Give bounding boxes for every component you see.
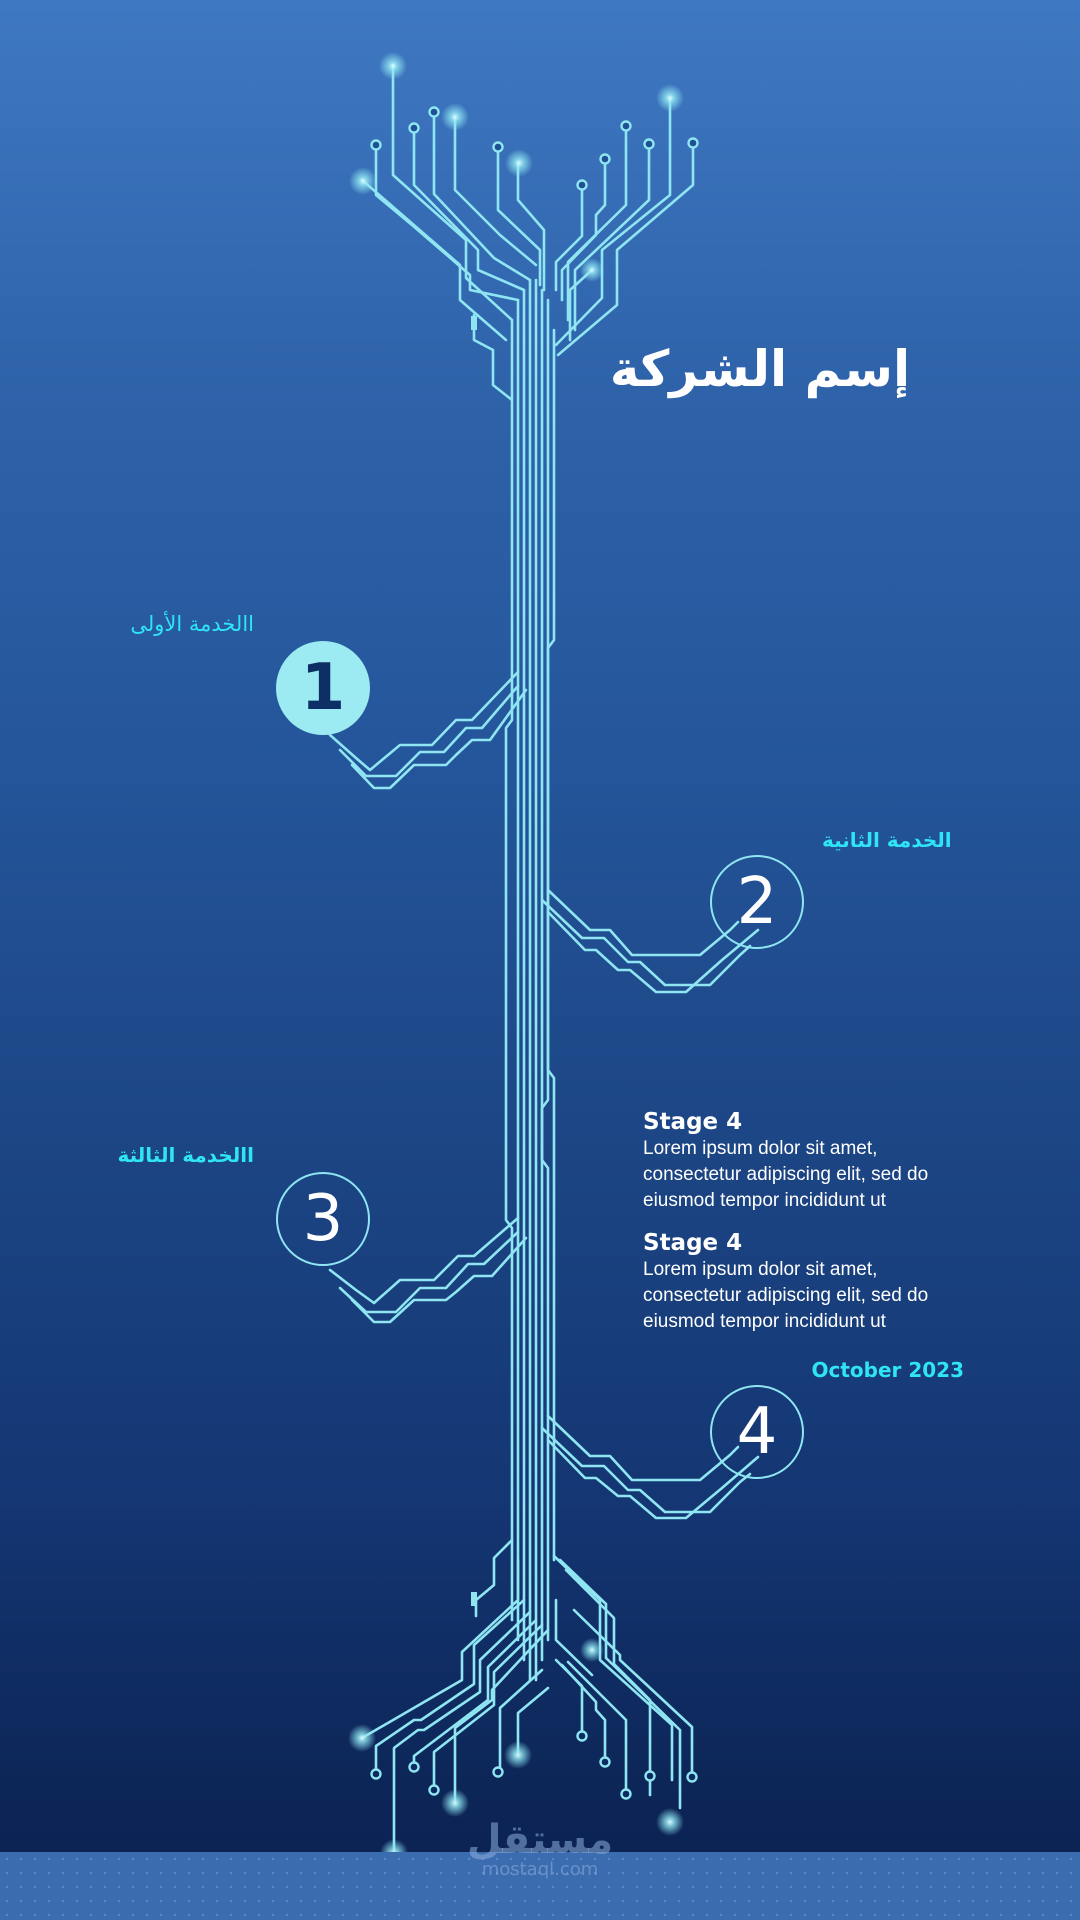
stage-2-line-2: consectetur adipiscing elit, sed do [643, 1285, 929, 1306]
service-4-number: 4 [736, 1395, 778, 1469]
service-1-node: 1 [276, 641, 370, 735]
service-4-node: 4 [710, 1385, 804, 1479]
date-label: October 2023 [811, 1358, 964, 1382]
service-3-label: االخدمة الثالثة [117, 1143, 254, 1167]
watermark-arabic: مستقل [466, 1817, 614, 1863]
watermark-latin: mostaql.com [481, 1859, 599, 1880]
stage-1-line-3: eiusmod tempor incididunt ut [643, 1190, 886, 1211]
stage-block-1: Stage 4 Lorem ipsum dolor sit amet, cons… [643, 1108, 973, 1214]
watermark: مستقل mostaql.com [460, 1820, 620, 1880]
ring-terminals-top [370, 106, 699, 191]
stage-1-line-2: consectetur adipiscing elit, sed do [643, 1164, 929, 1185]
stage-2-body: Lorem ipsum dolor sit amet, consectetur … [643, 1257, 973, 1335]
service-2-label: الخدمة الثانية [822, 828, 952, 852]
stage-block-2: Stage 4 Lorem ipsum dolor sit amet, cons… [643, 1229, 973, 1335]
service-3-node: 3 [276, 1172, 370, 1266]
company-name-title: إسم الشركة [609, 340, 911, 398]
footer-band [0, 1852, 1080, 1920]
stage-2-title: Stage 4 [643, 1230, 743, 1256]
service-3-number: 3 [302, 1182, 344, 1256]
stage-1-title: Stage 4 [643, 1109, 743, 1135]
service-2-node: 2 [710, 855, 804, 949]
service-1-number: 1 [300, 651, 346, 725]
stage-2-line-1: Lorem ipsum dolor sit amet, [643, 1259, 878, 1280]
stage-1-line-1: Lorem ipsum dolor sit amet, [643, 1138, 878, 1159]
stage-2-line-3: eiusmod tempor incididunt ut [643, 1311, 886, 1332]
stage-1-body: Lorem ipsum dolor sit amet, consectetur … [643, 1136, 973, 1214]
service-2-number: 2 [736, 865, 778, 939]
service-1-label: االخدمة الأولى [130, 612, 254, 636]
ring-terminals-bottom [370, 1730, 698, 1800]
glow-dots [348, 52, 684, 1867]
